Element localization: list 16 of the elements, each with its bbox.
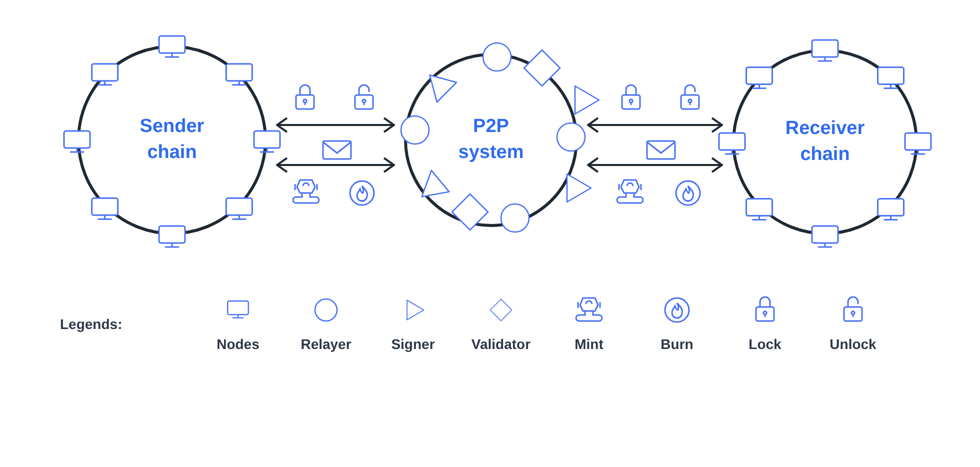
legend-text: Relayer (300, 335, 352, 354)
legend-text: Validator (470, 335, 532, 354)
double-arrow (587, 157, 723, 173)
chain-title: Sender chain (138, 115, 206, 165)
legend-text: Signer (390, 335, 436, 354)
chain-title: P2P system (457, 115, 525, 165)
double-arrow (276, 117, 395, 133)
legend-text: Mint (574, 335, 604, 354)
legend-text: Nodes (216, 335, 260, 354)
double-arrow (276, 157, 395, 173)
legend-heading: Legends: (60, 315, 122, 334)
legend-text: Lock (748, 335, 782, 354)
chain-title: Receiver chain (784, 117, 866, 167)
legend-text: Burn (660, 335, 694, 354)
legend-text: Unlock (828, 335, 878, 354)
double-arrow (587, 117, 723, 133)
